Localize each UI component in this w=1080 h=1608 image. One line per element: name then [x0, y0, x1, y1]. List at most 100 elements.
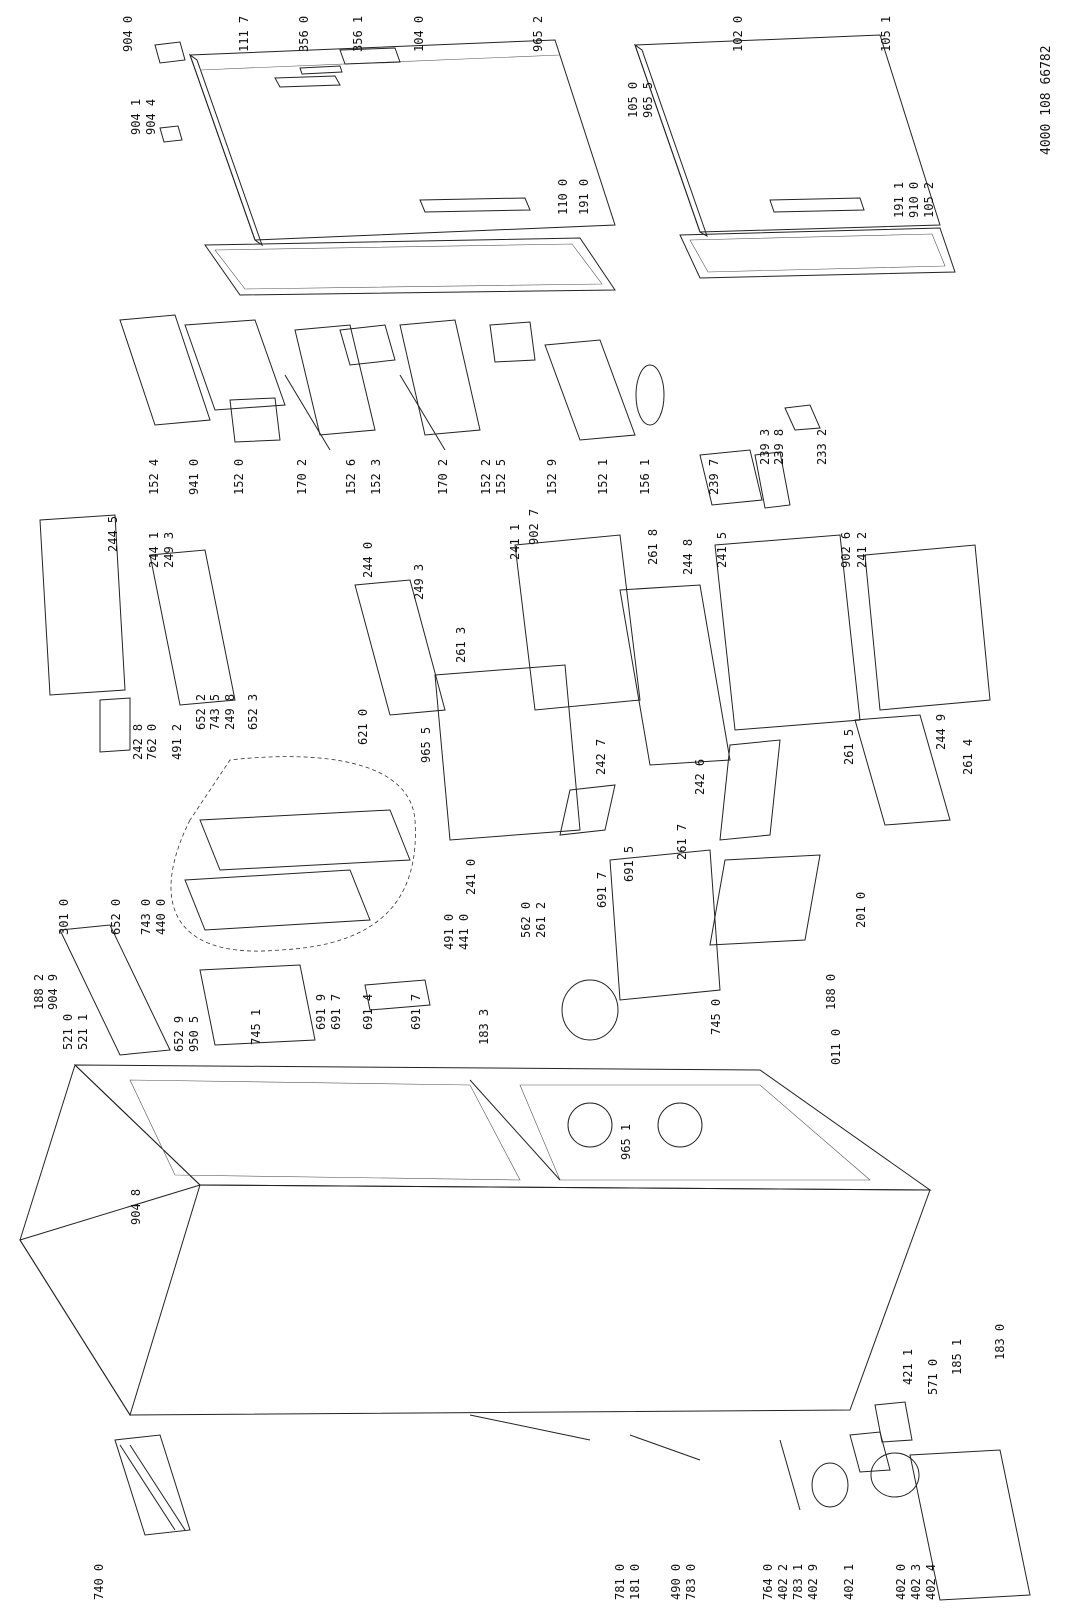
document-number: 4000 108 66782 — [1039, 45, 1054, 155]
part-label: 652 9 — [172, 1015, 186, 1052]
part-label: 652 0 — [109, 898, 123, 935]
part-label: 239 7 — [707, 458, 721, 495]
part-label: 244 9 — [934, 713, 948, 750]
hinge-cover — [154, 41, 186, 64]
part-label: 233 2 — [815, 428, 829, 465]
part-label: 188 2 — [32, 973, 46, 1010]
part-label: 261 7 — [675, 823, 689, 860]
part-label: 691 7 — [595, 871, 609, 908]
part-label: 904 0 — [121, 15, 135, 52]
part-label: 691 4 — [361, 993, 375, 1030]
part-label: 421 1 — [901, 1348, 915, 1385]
part-label: 170 2 — [436, 458, 450, 495]
part-label: 152 4 — [147, 458, 161, 495]
part-label: 904 4 — [144, 98, 158, 135]
lower-door-assembly — [634, 34, 956, 279]
door-shelves — [119, 314, 821, 509]
part-label: 242 8 — [131, 723, 145, 760]
part-label: 743 5 — [208, 693, 222, 730]
part-label: 402 9 — [806, 1563, 820, 1600]
part-label: 170 2 — [295, 458, 309, 495]
part-label: 241 5 — [715, 531, 729, 568]
part-label: 521 0 — [61, 1013, 75, 1050]
part-label: 261 8 — [646, 528, 660, 565]
part-label: 402 3 — [909, 1563, 923, 1600]
part-label: 521 1 — [76, 1013, 90, 1050]
part-label: 571 0 — [926, 1358, 940, 1395]
part-label: 904 8 — [129, 1188, 143, 1225]
part-label: 904 1 — [129, 98, 143, 135]
cabinet — [19, 1064, 932, 1417]
part-label: 965 5 — [641, 81, 655, 118]
part-label: 490 0 — [669, 1563, 683, 1600]
part-label: 402 2 — [776, 1563, 790, 1600]
part-label: 249 8 — [223, 693, 237, 730]
part-label: 152 3 — [369, 458, 383, 495]
part-label: 261 3 — [454, 626, 468, 663]
part-label: 188 0 — [824, 973, 838, 1010]
part-label: 965 5 — [419, 726, 433, 763]
part-label: 183 3 — [477, 1008, 491, 1045]
upper-door-assembly — [154, 39, 616, 296]
part-label: 691 5 — [622, 845, 636, 882]
part-label: 105 1 — [879, 15, 893, 52]
part-label: 356 0 — [297, 15, 311, 52]
part-label: 965 1 — [619, 1123, 633, 1160]
part-label: 965 2 — [531, 15, 545, 52]
part-label: 156 1 — [638, 458, 652, 495]
part-label: 249 3 — [412, 563, 426, 600]
part-label: 783 1 — [791, 1563, 805, 1600]
part-label: 783 0 — [684, 1563, 698, 1600]
part-label: 105 2 — [922, 181, 936, 218]
part-label: 691 7 — [329, 993, 343, 1030]
part-label: 261 4 — [961, 738, 975, 775]
part-label: 691 7 — [409, 993, 423, 1030]
part-label: 244 8 — [681, 538, 695, 575]
part-label: 402 1 — [842, 1563, 856, 1600]
part-label: 764 0 — [761, 1563, 775, 1600]
part-label: 441 0 — [457, 913, 471, 950]
part-label: 242 6 — [693, 758, 707, 795]
part-label: 191 0 — [577, 178, 591, 215]
part-label: 950 5 — [187, 1015, 201, 1052]
part-label: 239 8 — [772, 428, 786, 465]
shelves-and-drawers — [39, 514, 991, 841]
part-label: 102 0 — [731, 15, 745, 52]
part-label: 402 0 — [894, 1563, 908, 1600]
part-label: 910 0 — [907, 181, 921, 218]
part-label: 244 5 — [106, 515, 120, 552]
part-label: 621 0 — [356, 708, 370, 745]
part-label: 781 0 — [613, 1563, 627, 1600]
part-label: 745 1 — [249, 1008, 263, 1045]
compressor-area — [114, 1401, 1031, 1601]
part-label: 491 2 — [170, 723, 184, 760]
part-label: 152 5 — [494, 458, 508, 495]
part-label: 201 0 — [854, 891, 868, 928]
part-label: 745 0 — [709, 998, 723, 1035]
part-label: 743 0 — [139, 898, 153, 935]
part-label: 356 1 — [351, 15, 365, 52]
part-label: 652 3 — [246, 693, 260, 730]
part-label: 261 5 — [842, 728, 856, 765]
part-label: 904 9 — [46, 973, 60, 1010]
part-label: 181 0 — [628, 1563, 642, 1600]
part-label: 902 6 — [839, 531, 853, 568]
part-label: 152 2 — [479, 458, 493, 495]
part-label: 652 2 — [194, 693, 208, 730]
part-label: 183 0 — [993, 1323, 1007, 1360]
part-label: 244 0 — [361, 541, 375, 578]
part-label: 152 6 — [344, 458, 358, 495]
part-label: 152 1 — [596, 458, 610, 495]
part-label: 110 0 — [556, 178, 570, 215]
part-label: 249 3 — [162, 531, 176, 568]
evaporator-and-fan-area — [59, 756, 821, 1056]
part-label: 152 9 — [545, 458, 559, 495]
part-label: 241 1 — [508, 523, 522, 560]
part-label: 011 0 — [829, 1028, 843, 1065]
part-label: 562 0 — [519, 901, 533, 938]
part-label: 152 0 — [232, 458, 246, 495]
part-label: 111 7 — [237, 15, 251, 52]
part-label: 242 7 — [594, 738, 608, 775]
